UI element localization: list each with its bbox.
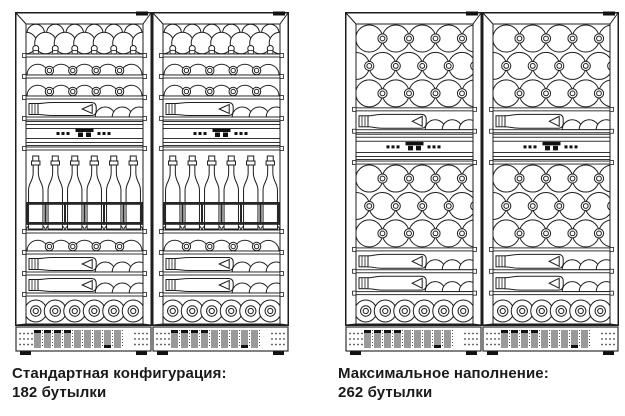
shelf-panel: [26, 121, 143, 146]
caption-maximum-filling: Максимальное наполнение: 262 бутылки: [338, 364, 549, 402]
caption-maximum-line2: 262 бутылки: [338, 384, 433, 401]
shelf-arcs: [163, 239, 280, 252]
shelf-standing: [163, 155, 280, 231]
cabinet-maximum-1: [345, 11, 482, 355]
shelf-arcs: [163, 84, 280, 97]
shelf-rounds: [163, 299, 280, 323]
shelf-stack: [493, 24, 610, 108]
shelf-bottle-side: [495, 113, 610, 131]
shelf-bottle-side: [165, 257, 280, 273]
shelf-panel: [493, 133, 610, 160]
shelf-stack: [356, 24, 473, 108]
shelf-rounds: [356, 299, 473, 323]
shelf-stack: [493, 164, 610, 248]
shelf-standing: [26, 155, 143, 231]
shelf-panel: [356, 133, 473, 160]
shelf-bottle-side: [358, 275, 473, 293]
caption-maximum-line1: Максимальное наполнение:: [338, 365, 549, 382]
cabinet-shelves: [493, 24, 610, 323]
cabinet-shelves: [163, 24, 280, 323]
shelf-rounds: [493, 299, 610, 323]
shelf-double-row: [163, 24, 280, 55]
caption-standard-line2: 182 бутылки: [12, 384, 107, 401]
shelf-bottle-side: [495, 253, 610, 271]
shelf-rounds: [26, 299, 143, 323]
shelf-bottle-side: [358, 113, 473, 131]
shelf-bottle-side: [358, 253, 473, 271]
cabinet-shelves: [356, 24, 473, 323]
shelf-panel: [163, 121, 280, 146]
cabinet-shelves: [26, 24, 143, 323]
shelf-double-row: [26, 24, 143, 55]
shelf-arcs: [26, 239, 143, 252]
cabinet-maximum-2: [482, 11, 619, 355]
shelf-bottle-side: [495, 275, 610, 293]
shelf-bottle-side: [28, 102, 143, 118]
shelf-bottle-side: [28, 257, 143, 273]
caption-standard-line1: Стандартная конфигурация:: [12, 365, 227, 382]
shelf-arcs: [26, 84, 143, 97]
cabinet-standard-1: [15, 11, 152, 355]
shelf-arcs: [163, 63, 280, 76]
shelf-bottle-side: [28, 278, 143, 294]
shelf-stack: [356, 164, 473, 248]
shelf-bottle-side: [165, 102, 280, 118]
shelf-bottle-side: [165, 278, 280, 294]
shelf-arcs: [26, 63, 143, 76]
caption-standard-configuration: Стандартная конфигурация: 182 бутылки: [12, 364, 227, 402]
cabinet-standard-2: [152, 11, 289, 355]
